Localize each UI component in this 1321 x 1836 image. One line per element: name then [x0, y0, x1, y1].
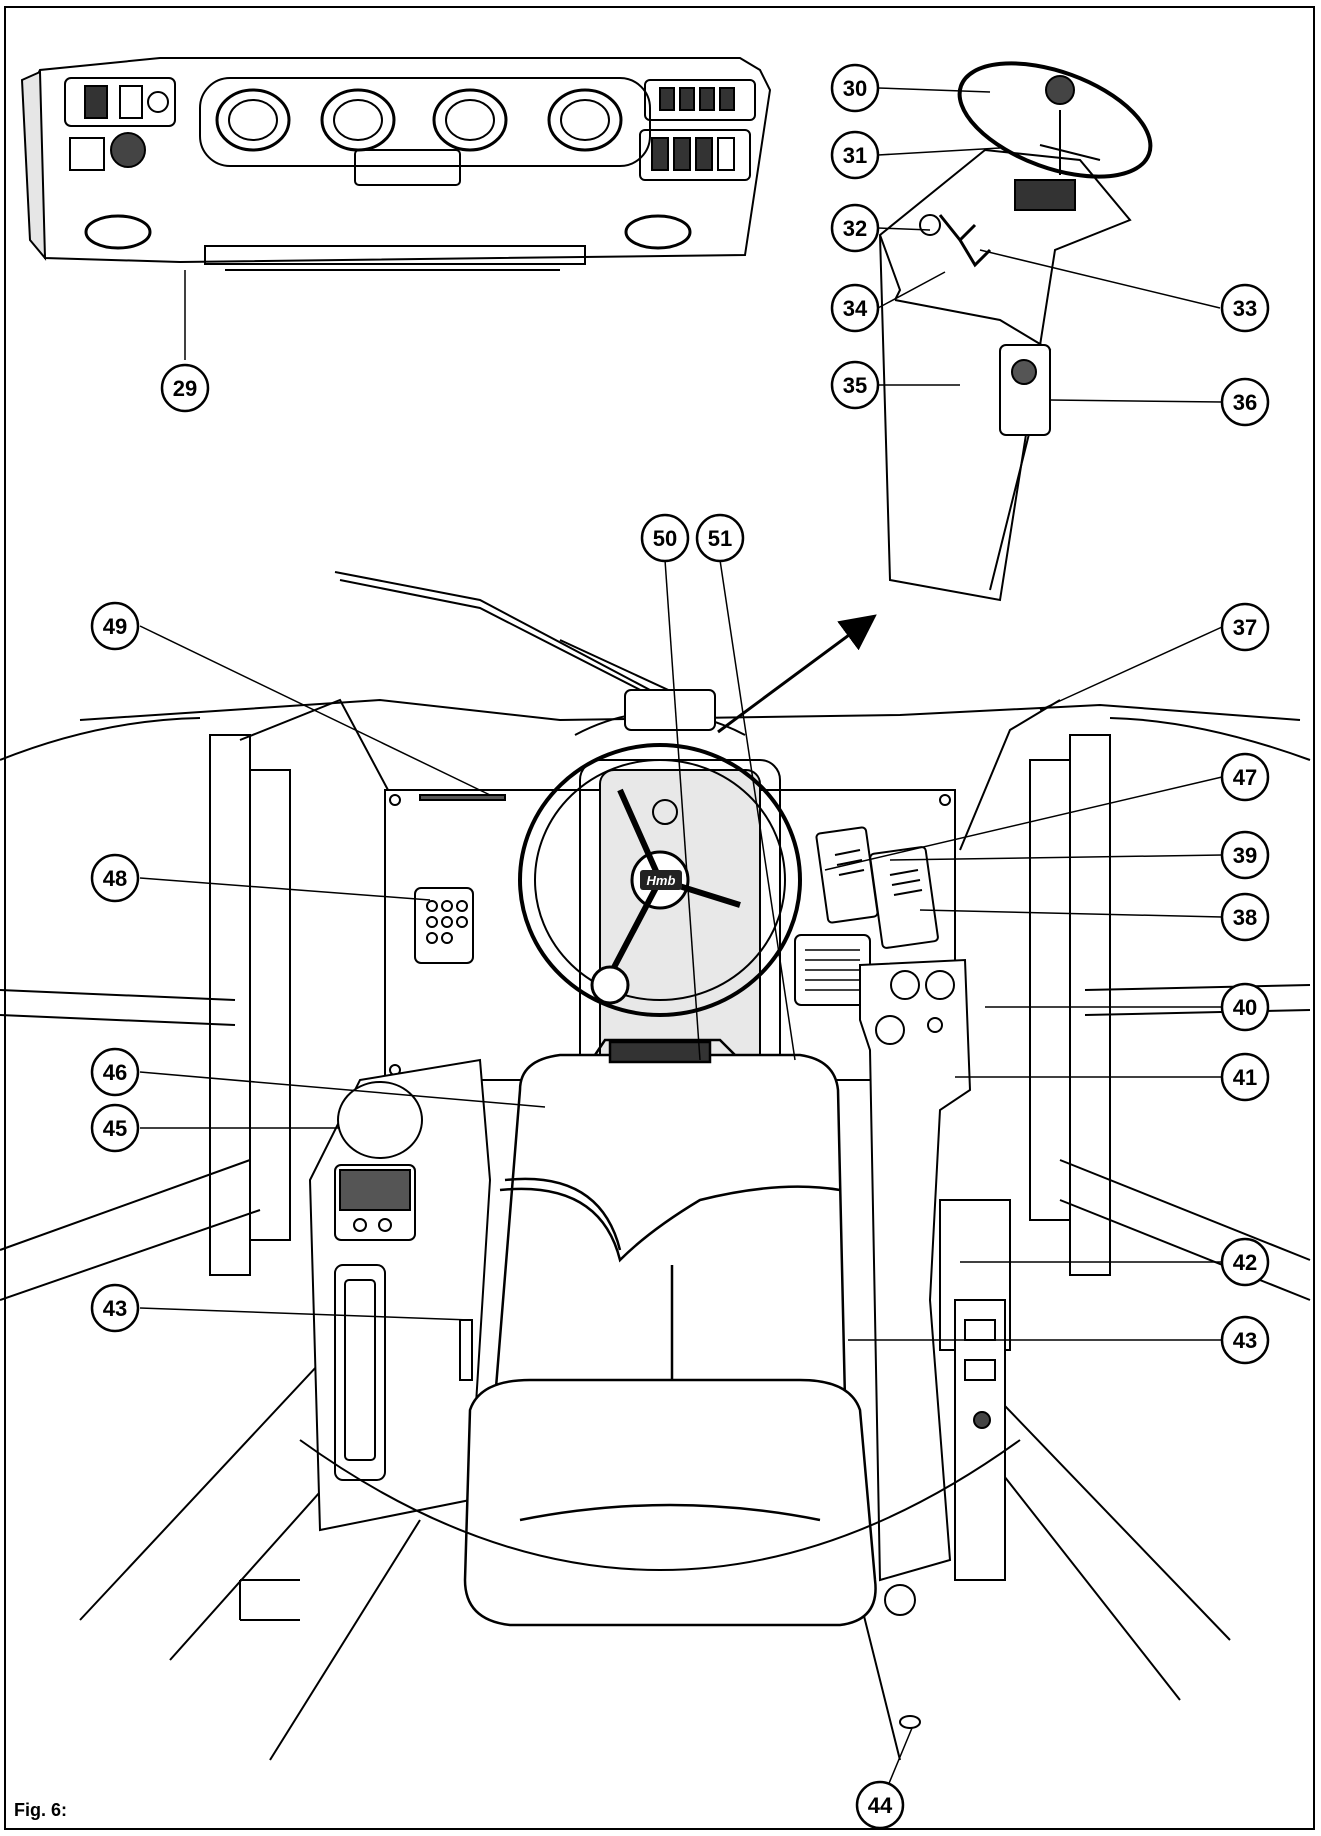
callout-c48: 48	[90, 853, 140, 903]
callout-circle	[1220, 1315, 1270, 1365]
callout-label: 49	[103, 614, 127, 639]
callout-c42: 42	[1220, 1237, 1270, 1287]
callout-label: 36	[1233, 390, 1257, 415]
callout-circle	[1220, 1237, 1270, 1287]
callout-label: 51	[708, 526, 732, 551]
callout-circle	[90, 1283, 140, 1333]
callout-circle	[1220, 377, 1270, 427]
callout-label: 48	[103, 866, 127, 891]
operator-seat	[463, 1038, 877, 1627]
callout-label: 45	[103, 1116, 127, 1141]
callout-c49: 49	[90, 601, 140, 651]
callout-circle	[1220, 752, 1270, 802]
callout-c45: 45	[90, 1103, 140, 1153]
callout-label: 47	[1233, 765, 1257, 790]
callout-circle	[160, 363, 210, 413]
callout-c41: 41	[1220, 1052, 1270, 1102]
callout-c39: 39	[1220, 830, 1270, 880]
pedals	[794, 826, 939, 1006]
callout-label: 35	[843, 373, 867, 398]
steering-column-detail	[878, 61, 1153, 602]
callout-label: 50	[653, 526, 677, 551]
callout-circle	[1220, 283, 1270, 333]
callout-circle	[830, 130, 880, 180]
callout-c43a: 43	[90, 1283, 140, 1333]
callout-c44: 44	[855, 1780, 905, 1830]
callout-c34: 34	[830, 283, 880, 333]
callout-label: 30	[843, 76, 867, 101]
callout-label: 32	[843, 216, 867, 241]
callout-circle	[1220, 830, 1270, 880]
callout-label: 42	[1233, 1250, 1257, 1275]
callout-circle	[830, 203, 880, 253]
callout-label: 40	[1233, 995, 1257, 1020]
callout-c40: 40	[1220, 982, 1270, 1032]
callout-label: 41	[1233, 1065, 1257, 1090]
callout-c29: 29	[160, 363, 210, 413]
leader-lines	[139, 87, 1223, 1806]
callout-c50: 50	[640, 513, 690, 563]
callout-label: 38	[1233, 905, 1257, 930]
callout-label: 29	[173, 376, 197, 401]
callout-circle	[1220, 602, 1270, 652]
callout-c43b: 43	[1220, 1315, 1270, 1365]
brand-logo: Hmb	[640, 870, 682, 890]
armrest-control	[859, 958, 1011, 1616]
callout-c46: 46	[90, 1047, 140, 1097]
callout-circle	[90, 1047, 140, 1097]
overhead-console	[20, 57, 772, 271]
callout-c35: 35	[830, 360, 880, 410]
svg-text:Hmb: Hmb	[647, 873, 676, 888]
callout-circle	[1220, 1052, 1270, 1102]
callout-c33: 33	[1220, 283, 1270, 333]
callout-circle	[90, 1103, 140, 1153]
callout-circle	[1220, 982, 1270, 1032]
callout-label: 44	[868, 1793, 893, 1818]
callout-c37: 37	[1220, 602, 1270, 652]
callout-circle	[640, 513, 690, 563]
callout-label: 37	[1233, 615, 1257, 640]
callout-c31: 31	[830, 130, 880, 180]
callout-circle	[855, 1780, 905, 1830]
callout-c47: 47	[1220, 752, 1270, 802]
left-side-console	[308, 1058, 492, 1532]
callout-circle	[1220, 892, 1270, 942]
callout-label: 43	[103, 1296, 127, 1321]
callout-c38: 38	[1220, 892, 1270, 942]
callout-label: 43	[1233, 1328, 1257, 1353]
figure-frame	[4, 6, 1315, 1830]
callout-label: 46	[103, 1060, 127, 1085]
callout-c30: 30	[830, 63, 880, 113]
callout-c32: 32	[830, 203, 880, 253]
callout-label: 33	[1233, 296, 1257, 321]
floor	[239, 1439, 1021, 1729]
callout-circle	[90, 601, 140, 651]
callout-circle	[830, 360, 880, 410]
callout-circle	[695, 513, 745, 563]
figure-caption: Fig. 6:	[14, 1800, 67, 1820]
callout-circle	[830, 283, 880, 333]
callout-label: 31	[843, 143, 867, 168]
callout-label: 39	[1233, 843, 1257, 868]
callout-circle	[90, 853, 140, 903]
callout-label: 34	[843, 296, 868, 321]
callout-c36: 36	[1220, 377, 1270, 427]
callout-c51: 51	[695, 513, 745, 563]
callout-circle	[830, 63, 880, 113]
